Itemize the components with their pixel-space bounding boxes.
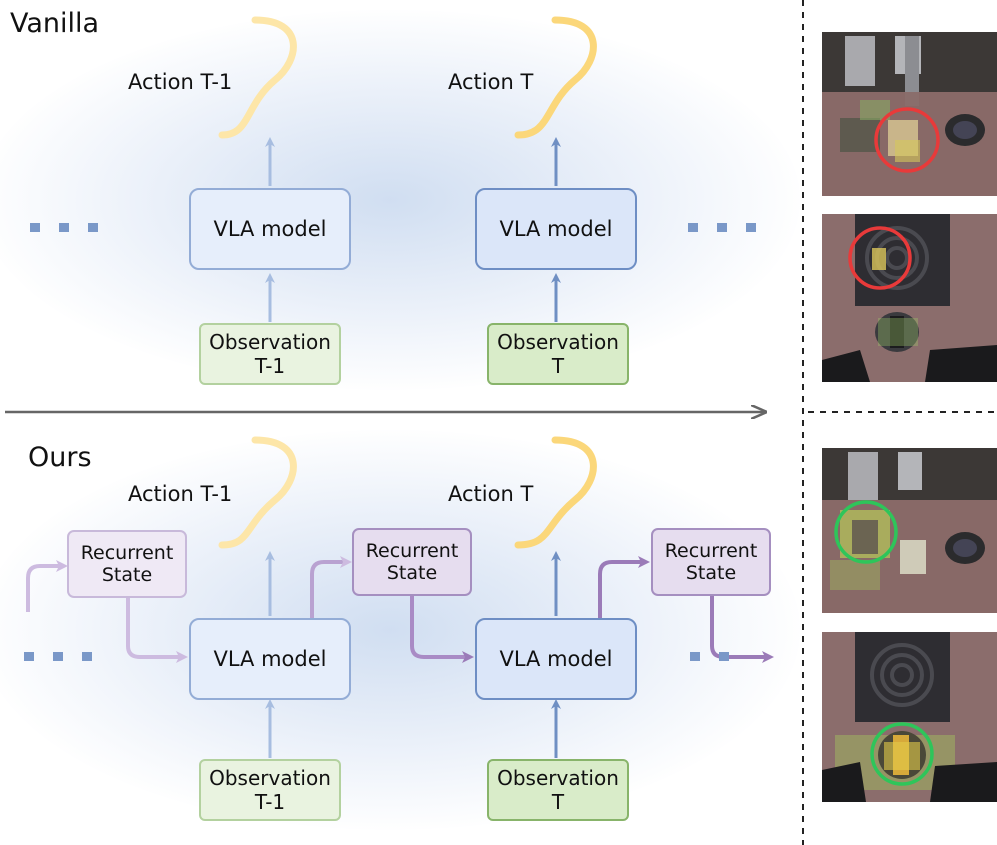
arrow-vla-curr-to-recurrent xyxy=(598,556,650,618)
observation-suffix: T xyxy=(551,354,565,378)
arrow-in-to-recurrent-prev xyxy=(26,560,68,612)
action-curve-ours-prev xyxy=(218,436,297,549)
recurrent-state-box-prev: Recurrent State xyxy=(67,530,187,598)
vanilla-background-glow xyxy=(0,10,800,390)
arrow-recurrent-mid-to-vla xyxy=(410,592,474,663)
recurrent-state-box-next: Recurrent State xyxy=(651,528,771,596)
observation-box-ours-curr: Observation T xyxy=(487,759,629,821)
action-label-vanilla-curr: Action T xyxy=(448,70,534,94)
arrow-recurrent-next-out xyxy=(710,594,774,663)
vla-model-label: VLA model xyxy=(499,647,613,671)
ours-title: Ours xyxy=(28,442,92,473)
observation-label: Observation xyxy=(497,330,619,354)
recurrent-label-line2: State xyxy=(386,562,438,584)
vla-model-box-vanilla-prev: VLA model xyxy=(189,188,351,270)
observation-suffix: T-1 xyxy=(254,354,286,378)
action-label-ours-prev: Action T-1 xyxy=(128,482,233,506)
vla-model-box-ours-prev: VLA model xyxy=(189,618,351,700)
thumbnail-vanilla-bottom xyxy=(822,214,997,382)
ellipsis-left-ours xyxy=(24,652,92,661)
ellipsis-right-vanilla xyxy=(688,223,756,232)
observation-suffix: T-1 xyxy=(254,790,286,814)
recurrent-state-box-mid: Recurrent State xyxy=(352,528,472,596)
observation-label: Observation xyxy=(209,330,331,354)
vanilla-title: Vanilla xyxy=(10,8,100,39)
thumbnail-vanilla-top xyxy=(822,32,997,196)
action-curve-vanilla-prev xyxy=(218,16,297,139)
arrow-vla-prev-to-recurrent xyxy=(310,556,352,618)
vla-model-label: VLA model xyxy=(213,217,327,241)
vla-model-box-vanilla-curr: VLA model xyxy=(475,188,637,270)
observation-box-vanilla-prev: Observation T-1 xyxy=(199,323,341,385)
thumbnail-ours-bottom xyxy=(822,632,997,802)
observation-box-vanilla-curr: Observation T xyxy=(487,323,629,385)
observation-label: Observation xyxy=(209,766,331,790)
recurrent-label-line1: Recurrent xyxy=(80,542,174,564)
vla-model-label: VLA model xyxy=(213,647,327,671)
ellipsis-left-vanilla xyxy=(30,223,98,232)
recurrent-label-line1: Recurrent xyxy=(365,540,459,562)
observation-box-ours-prev: Observation T-1 xyxy=(199,759,341,821)
vla-model-label: VLA model xyxy=(499,217,613,241)
action-curve-ours-curr xyxy=(514,436,597,549)
observation-label: Observation xyxy=(497,766,619,790)
ours-background-glow xyxy=(0,430,800,830)
recurrent-label-line1: Recurrent xyxy=(664,540,758,562)
action-label-vanilla-prev: Action T-1 xyxy=(128,70,233,94)
vla-model-box-ours-curr: VLA model xyxy=(475,618,637,700)
recurrent-label-line2: State xyxy=(101,564,153,586)
recurrent-label-line2: State xyxy=(685,562,737,584)
action-label-ours-curr: Action T xyxy=(448,482,534,506)
observation-suffix: T xyxy=(551,790,565,814)
thumbnail-ours-top xyxy=(822,448,997,613)
ellipsis-right-ours xyxy=(690,652,729,661)
action-curve-vanilla-curr xyxy=(514,16,597,139)
arrow-recurrent-prev-to-vla xyxy=(126,598,188,663)
